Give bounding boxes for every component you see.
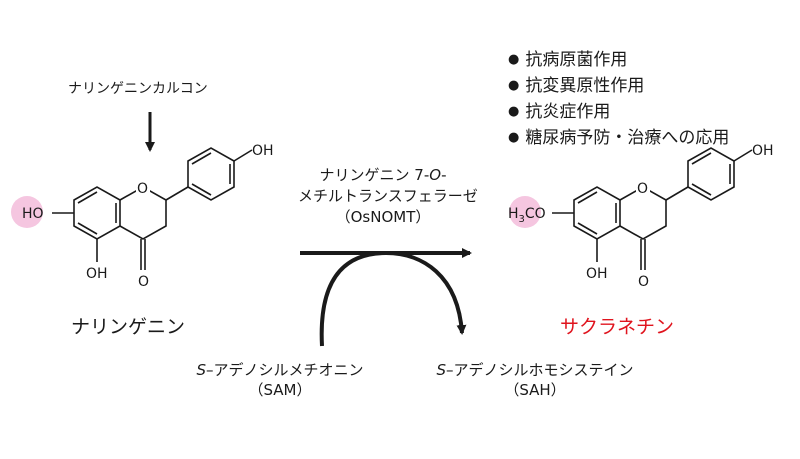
enzyme-label: ナリンゲニン 7-O- メチルトランスフェラーゼ （OsNOMT） <box>298 165 478 228</box>
enzyme-line3: （OsNOMT） <box>335 208 431 226</box>
cofactor-in-label: S–アデノシルメチオニン （SAM） <box>196 361 364 399</box>
hydroxyl-bottom: OH <box>86 266 108 282</box>
effect-item: 抗炎症作用 <box>508 100 729 126</box>
effect-item: 抗変異原性作用 <box>508 74 729 100</box>
sakuranetin-structure <box>509 147 753 270</box>
hydroxyl-highlight <box>11 196 43 228</box>
enzyme-line2: メチルトランスフェラーゼ <box>298 187 478 205</box>
cofactor-arrow <box>319 250 467 347</box>
substrate-label: ナリンゲニン <box>71 316 186 338</box>
enzyme-line1: ナリンゲニン 7-O- <box>319 166 447 184</box>
ketone-oxygen: O <box>638 274 649 290</box>
hydroxyl-top: OH <box>752 143 774 159</box>
effect-item: 抗病原菌作用 <box>508 48 729 74</box>
product-label: サクラネチン <box>560 316 675 338</box>
naringenin-structure <box>11 147 253 270</box>
cofactor-out-label: S–アデノシルホモシステイン （SAH） <box>436 361 634 399</box>
effects-list: 抗病原菌作用 抗変異原性作用 抗炎症作用 糖尿病予防・治療への応用 <box>508 48 729 152</box>
ring-oxygen: O <box>137 181 148 197</box>
precursor-label: ナリンゲニンカルコン <box>68 81 208 97</box>
hydroxyl-left: HO <box>22 206 44 222</box>
hydroxyl-top: OH <box>252 143 274 159</box>
methoxy-group: H3CO <box>508 206 546 225</box>
hydroxyl-bottom: OH <box>586 266 608 282</box>
methoxy-highlight <box>509 196 541 228</box>
ring-oxygen: O <box>637 181 648 197</box>
effect-item: 糖尿病予防・治療への応用 <box>508 126 729 152</box>
ketone-oxygen: O <box>138 274 149 290</box>
